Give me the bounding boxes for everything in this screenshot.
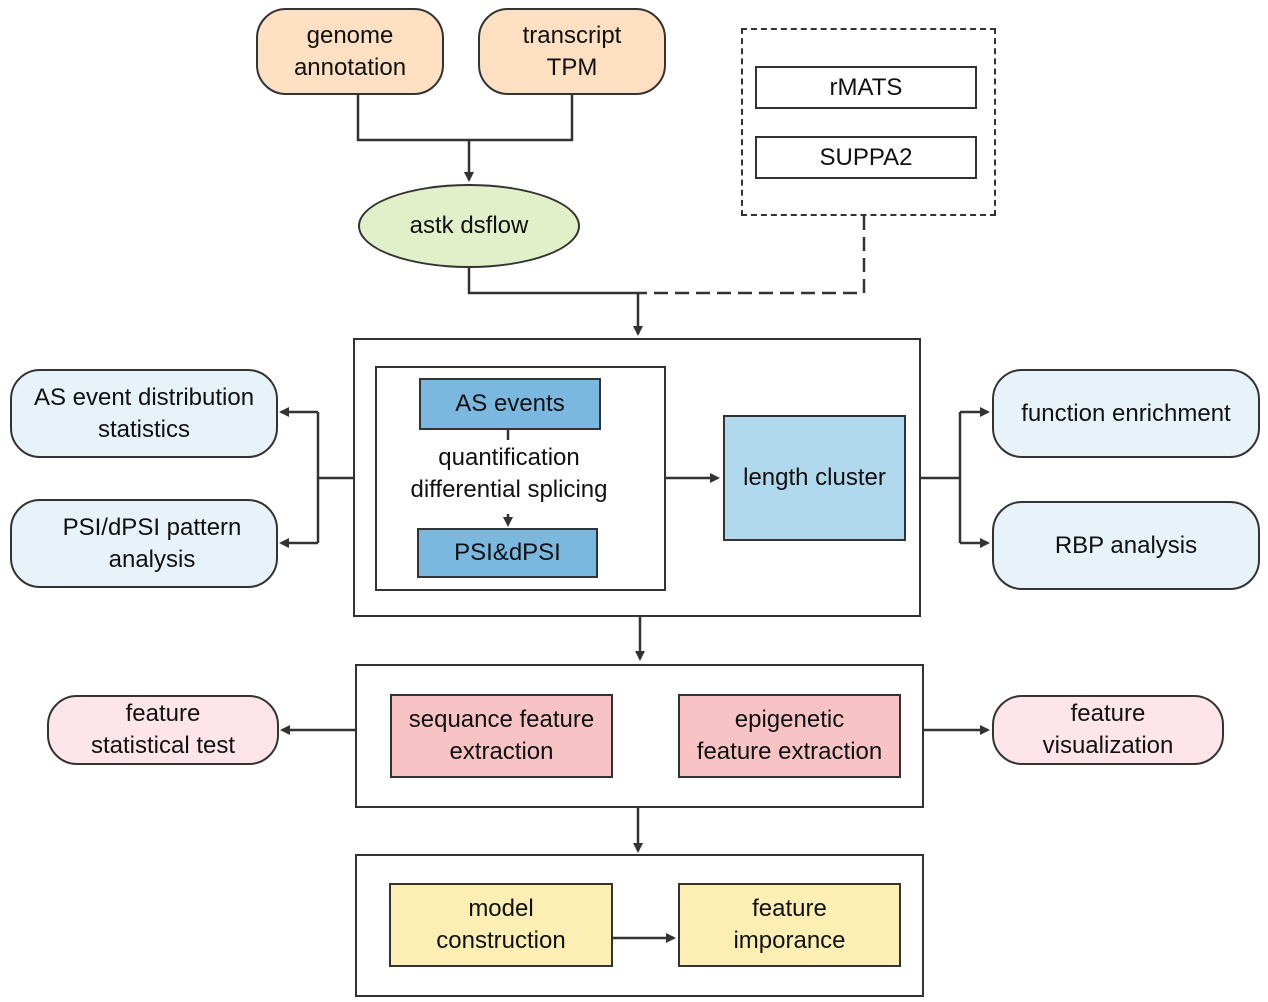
as-event-stats-node: AS event distribution statistics (10, 369, 278, 458)
tools-connector (640, 216, 866, 295)
core-analysis-frame (353, 338, 921, 617)
epigenetic-feature-node: epigenetic feature extraction (678, 694, 901, 778)
transcript-tpm-label: transcript TPM (522, 21, 622, 81)
length-cluster-node: length cluster (723, 415, 906, 541)
feature-importance-label: feature imporance (733, 895, 846, 954)
psi-dpsi-label: PSI&dPSI (454, 539, 561, 566)
statistical-test-node: feature statistical test (47, 695, 279, 765)
rbp-analysis-label: RBP analysis (1054, 531, 1198, 559)
length-cluster-label: length cluster (743, 464, 886, 491)
sequence-feature-node: sequance feature extraction (390, 694, 613, 778)
suppa2-label: SUPPA2 (819, 143, 913, 171)
visualization-label: feature visualization (1042, 700, 1174, 759)
epigenetic-feature-label: epigenetic feature extraction (696, 706, 883, 765)
astk-dsflow-label: astk dsflow (409, 212, 529, 239)
left-branch (316, 412, 353, 543)
function-enrichment-label: function enrichment (1021, 399, 1231, 427)
genome-annotation-node: genome annotation (256, 8, 444, 95)
rmats-label: rMATS (829, 73, 903, 101)
external-tools-frame (741, 28, 996, 216)
psi-pattern-label: PSI/dPSI pattern analysis (62, 513, 242, 573)
psi-pattern-node: PSI/dPSI pattern analysis (10, 499, 278, 588)
right-branch (920, 412, 962, 543)
genome-connector (356, 95, 574, 142)
as-events-node: AS events (419, 378, 601, 430)
quantification-label: quantification differential splicing (410, 444, 608, 503)
model-frame (355, 854, 924, 997)
genome-annotation-label: genome annotation (293, 21, 407, 81)
as-events-label: AS events (455, 390, 565, 417)
feature-importance-node: feature imporance (678, 883, 901, 967)
visualization-node: feature visualization (992, 695, 1224, 765)
astk-connector (467, 266, 640, 295)
statistical-test-label: feature statistical test (90, 700, 236, 759)
psi-dpsi-node: PSI&dPSI (417, 528, 598, 578)
as-event-stats-label: AS event distribution statistics (33, 383, 255, 443)
transcript-tpm-node: transcript TPM (478, 8, 666, 95)
sequence-feature-label: sequance feature extraction (408, 706, 595, 765)
event-quantification-frame (375, 366, 666, 591)
function-enrichment-node: function enrichment (992, 369, 1260, 458)
suppa2-node: SUPPA2 (755, 136, 977, 179)
feature-extraction-frame (355, 664, 924, 808)
rbp-analysis-node: RBP analysis (992, 501, 1260, 590)
model-construction-label: model construction (436, 895, 566, 954)
astk-dsflow-node: astk dsflow (358, 184, 580, 268)
model-construction-node: model construction (389, 883, 613, 967)
rmats-node: rMATS (755, 66, 977, 109)
